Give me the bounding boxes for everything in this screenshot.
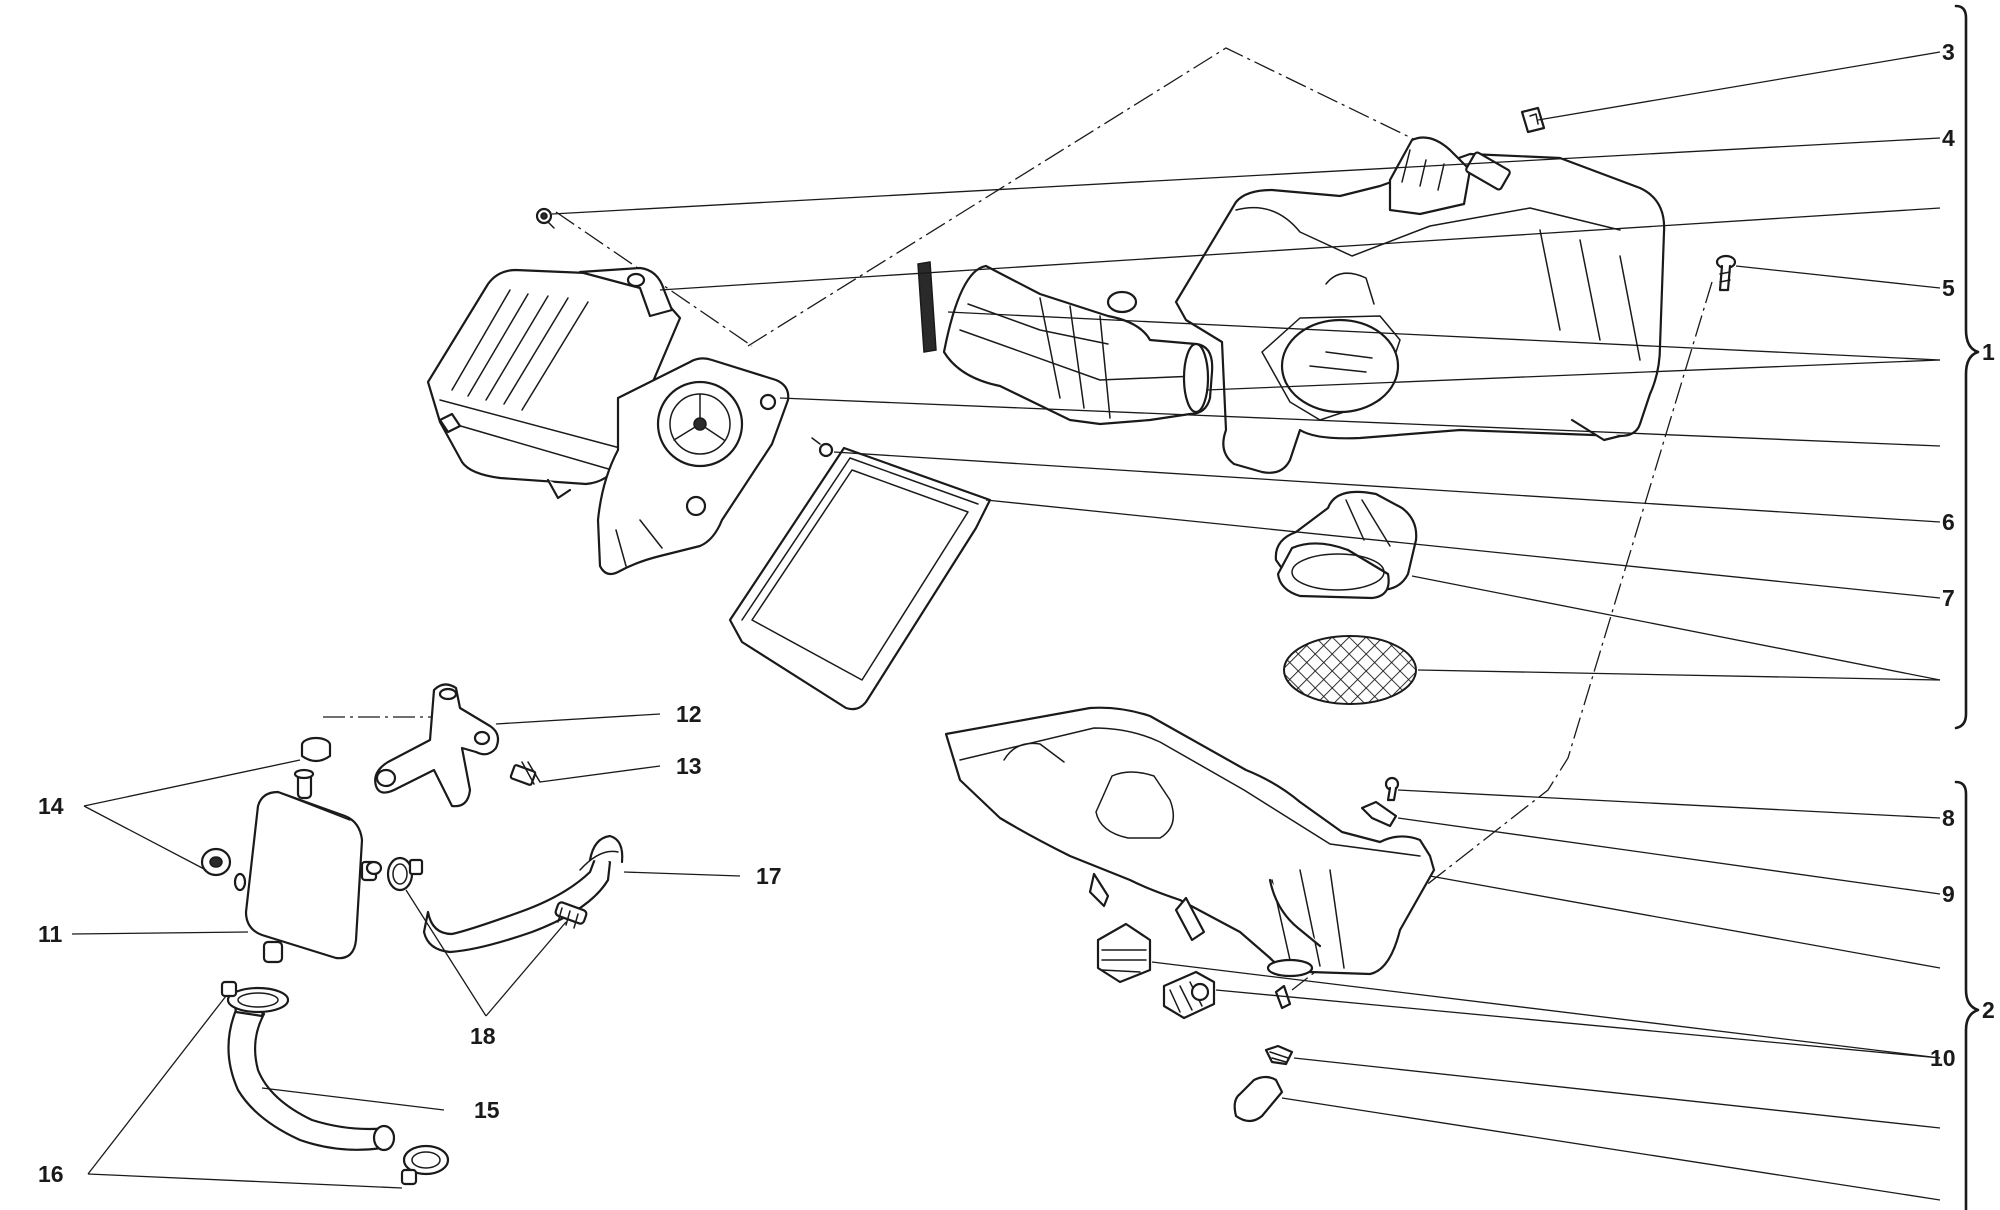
part-18-plug bbox=[554, 901, 588, 929]
callout-14: 14 bbox=[38, 793, 64, 819]
callout-4: 4 bbox=[1942, 125, 1955, 151]
part-18-clamp bbox=[365, 856, 424, 892]
callout-16: 16 bbox=[38, 1161, 64, 1187]
part-2-fittings bbox=[1233, 984, 1294, 1123]
part-13-bolt bbox=[509, 761, 541, 786]
group-braces bbox=[1954, 4, 1980, 1210]
part-17-hose bbox=[422, 834, 624, 954]
airbox-valve-housing bbox=[596, 357, 790, 576]
callout-17: 17 bbox=[756, 863, 782, 889]
callout-6: 6 bbox=[1942, 509, 1955, 535]
leader-lines bbox=[71, 51, 1941, 1201]
callout-9: 9 bbox=[1942, 881, 1955, 907]
part-15-hose bbox=[227, 990, 396, 1152]
callout-10: 10 bbox=[1930, 1045, 1956, 1071]
part-12-bracket bbox=[374, 683, 500, 808]
part-4-screw bbox=[535, 207, 555, 229]
airbox-lower-tray bbox=[944, 706, 1436, 978]
callout-3: 3 bbox=[1942, 39, 1955, 65]
part-3-clip bbox=[1520, 106, 1546, 134]
callout-1: 1 bbox=[1982, 339, 1995, 365]
part-11-tank bbox=[244, 768, 378, 964]
callout-18: 18 bbox=[470, 1023, 496, 1049]
callout-7: 7 bbox=[1942, 585, 1955, 611]
callout-13: 13 bbox=[676, 753, 702, 779]
callout-15: 15 bbox=[474, 1097, 500, 1123]
callout-2: 2 bbox=[1982, 997, 1995, 1023]
airbox-boot bbox=[1274, 490, 1418, 600]
airbox-mesh bbox=[1283, 635, 1417, 705]
airbox-upper-main bbox=[1174, 136, 1666, 474]
callout-5: 5 bbox=[1942, 275, 1955, 301]
part-9-clip bbox=[1360, 800, 1398, 828]
callout-11: 11 bbox=[38, 921, 63, 947]
callout-8: 8 bbox=[1942, 805, 1955, 831]
airbox-intake-duct bbox=[917, 261, 1214, 426]
part-14-grommets bbox=[200, 736, 332, 892]
part-6-screw bbox=[811, 437, 834, 458]
callout-labels: 1 2 3 4 5 6 7 8 9 10 11 12 13 14 15 16 1… bbox=[38, 39, 1995, 1187]
callout-12: 12 bbox=[676, 701, 702, 727]
part-5-screw bbox=[1715, 254, 1737, 292]
part-7-air-filter bbox=[728, 446, 992, 711]
part-10-pads bbox=[1096, 922, 1216, 1020]
part-16-clamps bbox=[220, 980, 450, 1186]
part-8-screw bbox=[1384, 776, 1400, 802]
